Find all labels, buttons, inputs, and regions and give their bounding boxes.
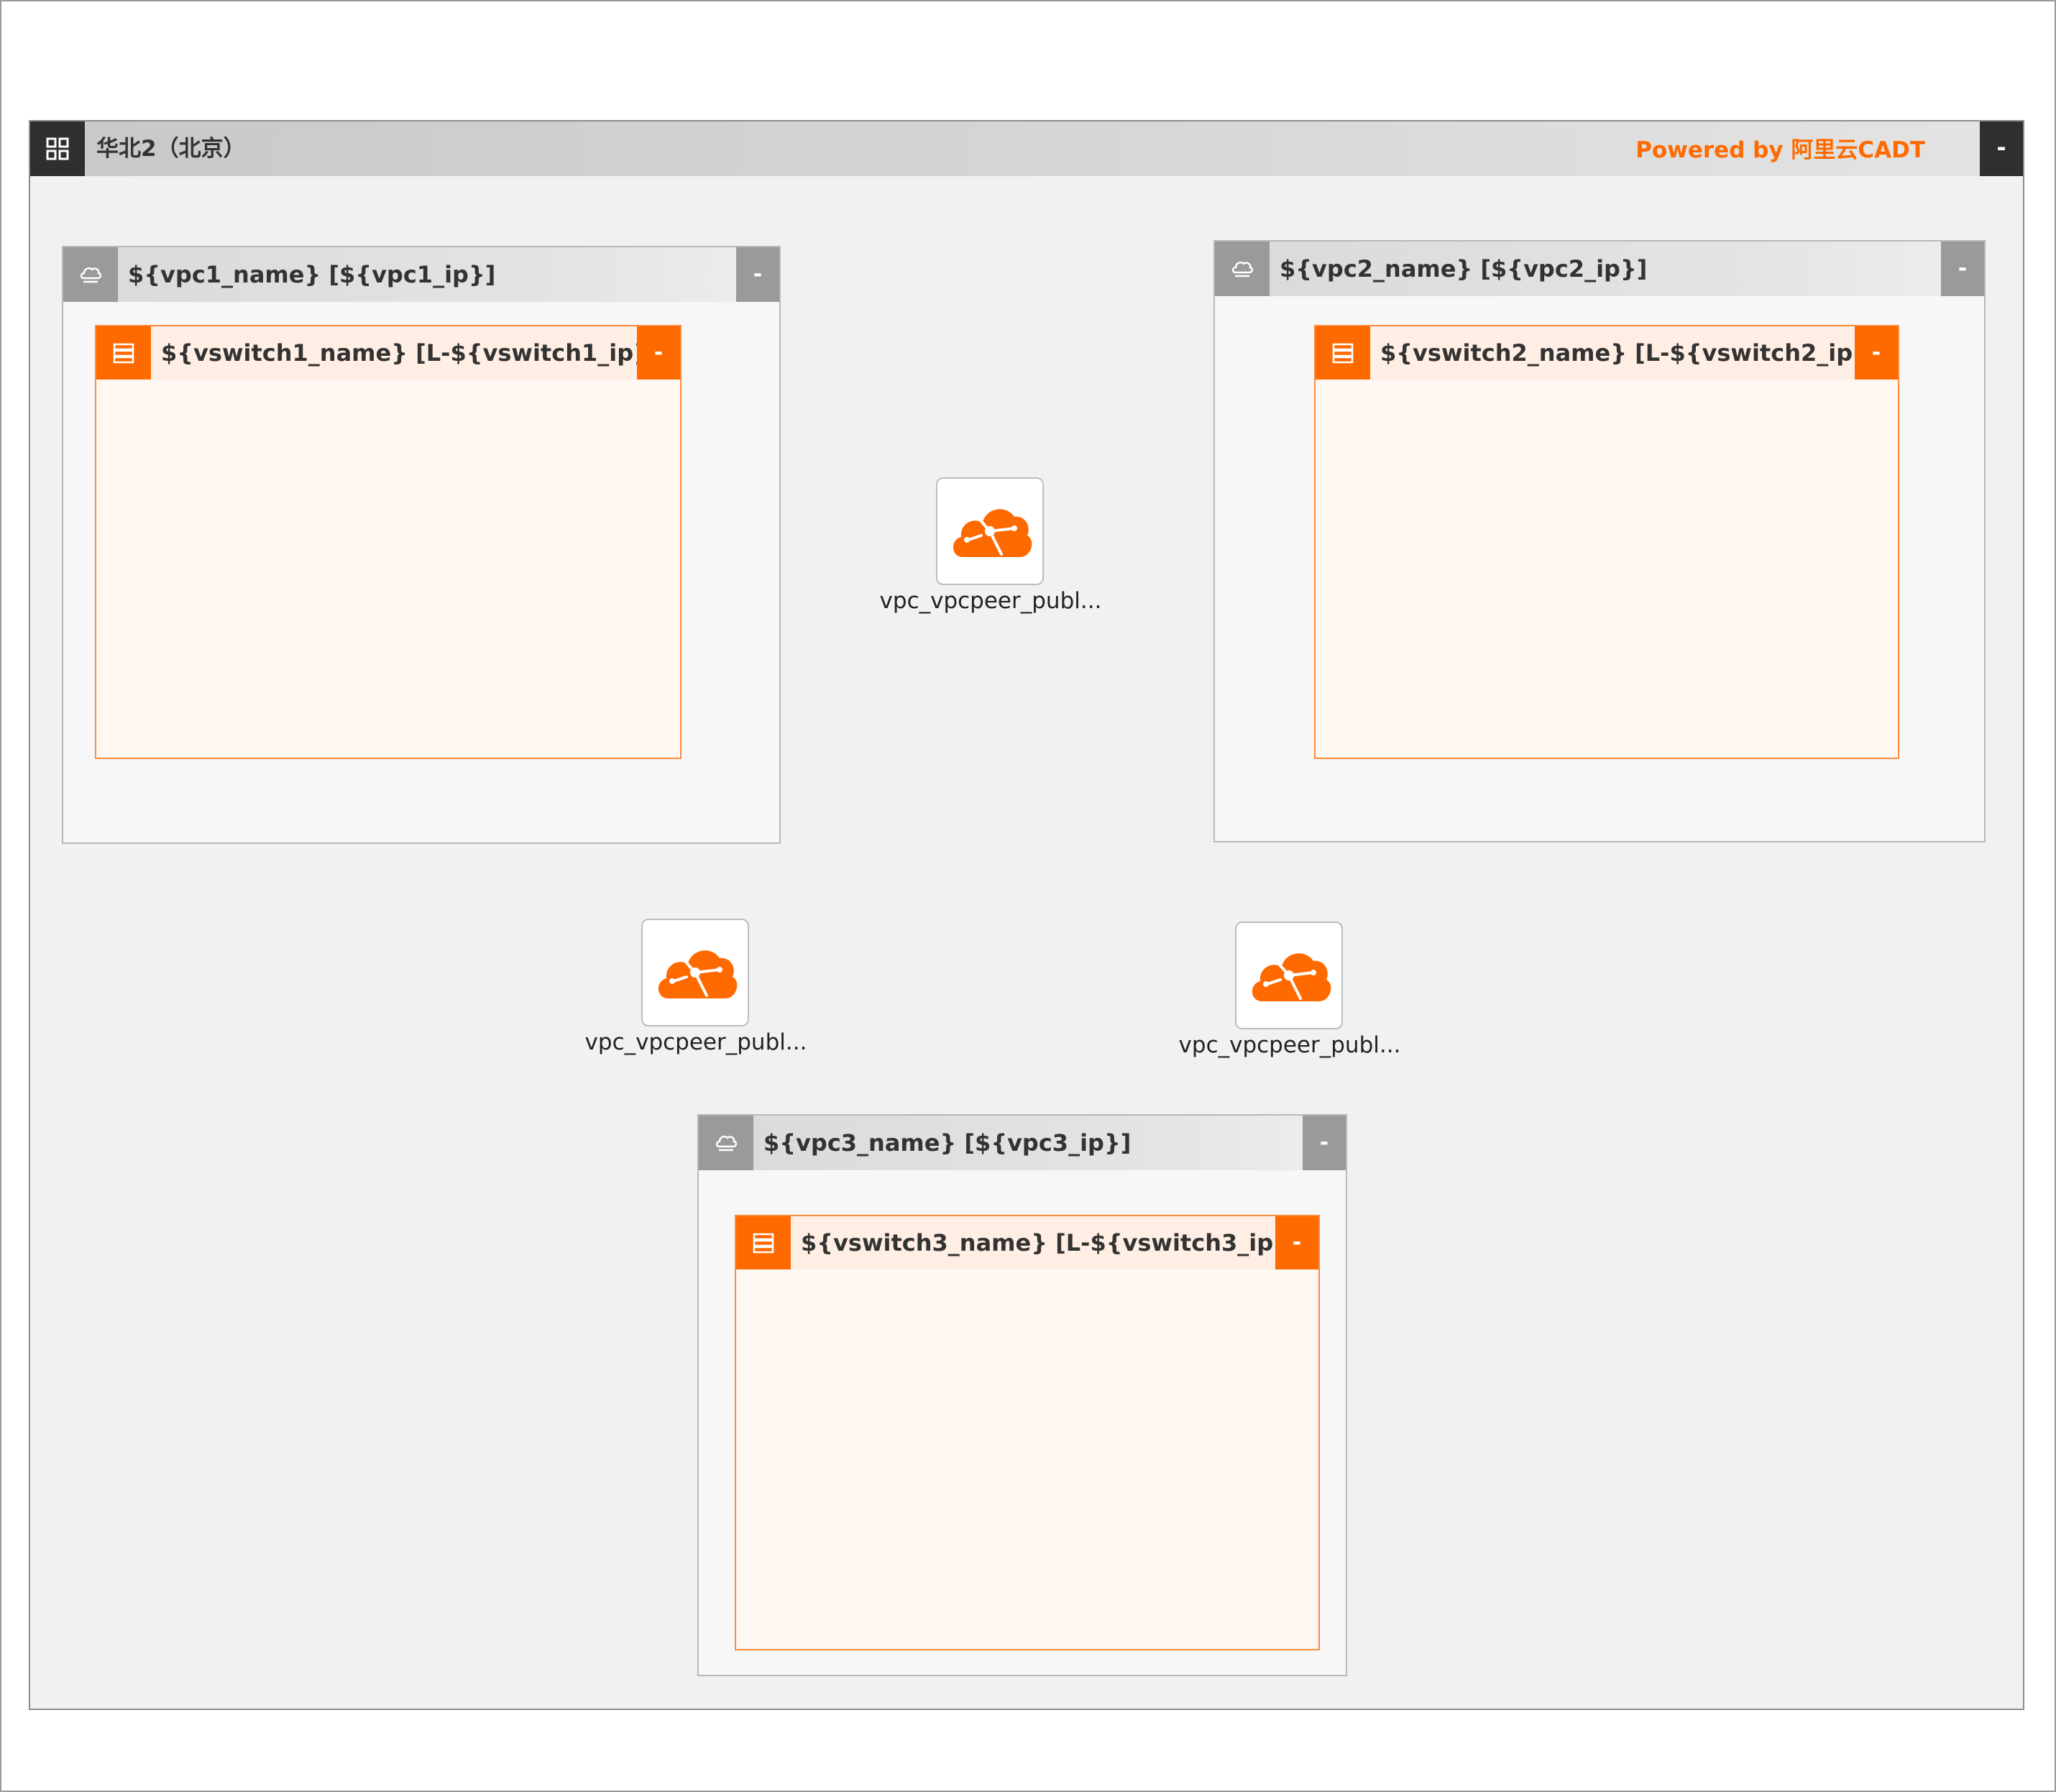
vpc-cloud-icon — [1215, 242, 1270, 296]
vswitch3-collapse-button[interactable]: - — [1275, 1216, 1318, 1269]
vswitch3-title: ${vswitch3_name} [L-${vswitch3_ip} — [801, 1229, 1290, 1256]
vpc3-collapse-button[interactable]: - — [1303, 1116, 1346, 1170]
vpc2-collapse-button[interactable]: - — [1941, 242, 1984, 296]
cloud-network-icon — [1252, 953, 1331, 1001]
vswitch3-container: ${vswitch3_name} [L-${vswitch3_ip} - — [735, 1215, 1320, 1650]
vpc-peer-node-3[interactable] — [1235, 922, 1343, 1029]
vswitch3-header: ${vswitch3_name} [L-${vswitch3_ip} - — [736, 1216, 1318, 1269]
vpc-peer-node-2[interactable] — [641, 919, 749, 1026]
region-collapse-button[interactable]: - — [1980, 121, 2023, 176]
vpc-peer-node-1[interactable] — [936, 477, 1044, 585]
vpc1-container: ${vpc1_name} [${vpc1_ip}] - ${vswitch1_n… — [62, 246, 781, 844]
vswitch-icon — [1316, 326, 1370, 380]
vpc2-container: ${vpc2_name} [${vpc2_ip}] - ${vswitch2_n… — [1213, 240, 1986, 842]
vpc3-container: ${vpc3_name} [${vpc3_ip}] - ${vswitch3_n… — [697, 1114, 1347, 1676]
powered-by-label: Powered by 阿里云CADT — [1635, 137, 1925, 163]
vswitch-icon — [96, 326, 151, 380]
vpc-peer-label-3: vpc_vpcpeer_publ... — [1178, 1032, 1401, 1058]
vpc1-title: ${vpc1_name} [${vpc1_ip}] — [128, 261, 496, 288]
vpc2-header: ${vpc2_name} [${vpc2_ip}] - — [1215, 242, 1984, 296]
vpc-peer-label-1: vpc_vpcpeer_publ... — [879, 588, 1102, 614]
vswitch2-collapse-button[interactable]: - — [1855, 326, 1898, 380]
region-header: 华北2（北京） Powered by 阿里云CADT - — [30, 121, 2023, 176]
vswitch1-collapse-button[interactable]: - — [637, 326, 680, 380]
region-title: 华北2（北京） — [96, 136, 246, 162]
vpc3-title: ${vpc3_name} [${vpc3_ip}] — [763, 1129, 1132, 1157]
vswitch2-header: ${vswitch2_name} [L-${vswitch2_ip} - — [1316, 326, 1898, 380]
vswitch2-container: ${vswitch2_name} [L-${vswitch2_ip} - — [1314, 325, 1899, 759]
vpc2-title: ${vpc2_name} [${vpc2_ip}] — [1280, 255, 1648, 282]
vpc3-header: ${vpc3_name} [${vpc3_ip}] - — [699, 1116, 1346, 1170]
vswitch1-container: ${vswitch1_name} [L-${vswitch1_ip} - — [95, 325, 681, 759]
vpc-peer-label-2: vpc_vpcpeer_publ... — [584, 1029, 807, 1055]
grid-icon — [30, 121, 85, 176]
cloud-network-icon — [953, 509, 1032, 557]
vpc-cloud-icon — [63, 247, 118, 302]
vswitch-icon — [736, 1216, 791, 1269]
vpc1-collapse-button[interactable]: - — [736, 247, 779, 302]
vswitch2-title: ${vswitch2_name} [L-${vswitch2_ip} — [1380, 339, 1869, 367]
vswitch1-title: ${vswitch1_name} [L-${vswitch1_ip} — [161, 339, 650, 367]
vpc1-header: ${vpc1_name} [${vpc1_ip}] - — [63, 247, 779, 302]
vswitch1-header: ${vswitch1_name} [L-${vswitch1_ip} - — [96, 326, 680, 380]
cloud-network-icon — [658, 950, 738, 998]
vpc-cloud-icon — [699, 1116, 753, 1170]
